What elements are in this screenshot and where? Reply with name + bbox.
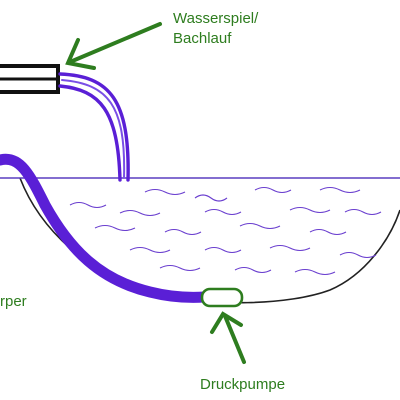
ripple <box>294 268 336 276</box>
ripple <box>289 206 331 214</box>
outflow-hose <box>58 72 130 182</box>
ripple <box>339 251 377 259</box>
ripple <box>234 266 272 274</box>
ripple <box>239 222 281 230</box>
ripple <box>69 201 107 209</box>
ripple <box>144 188 186 196</box>
label-feature-line2: Bachlauf <box>173 30 232 47</box>
ripple <box>319 186 361 194</box>
ripple <box>129 246 171 254</box>
arrow-pump <box>210 311 246 364</box>
ripple <box>309 228 347 236</box>
ripple <box>119 209 161 217</box>
ripple <box>204 208 242 216</box>
ripple <box>94 224 136 232</box>
pump-hose <box>0 153 211 303</box>
ripple <box>269 244 311 252</box>
ripple <box>204 246 242 254</box>
ripple <box>159 264 201 272</box>
ripple <box>344 208 382 216</box>
water-ripples <box>69 186 382 276</box>
arrow-feature <box>65 22 162 70</box>
label-pump: Druckpumpe <box>200 376 285 393</box>
ripple <box>254 186 292 194</box>
pump <box>200 287 244 308</box>
label-body-partial: rper <box>0 293 27 310</box>
ripple <box>164 228 202 236</box>
label-feature-line1: Wasserspiel/ <box>173 10 259 27</box>
ripple <box>194 194 228 202</box>
